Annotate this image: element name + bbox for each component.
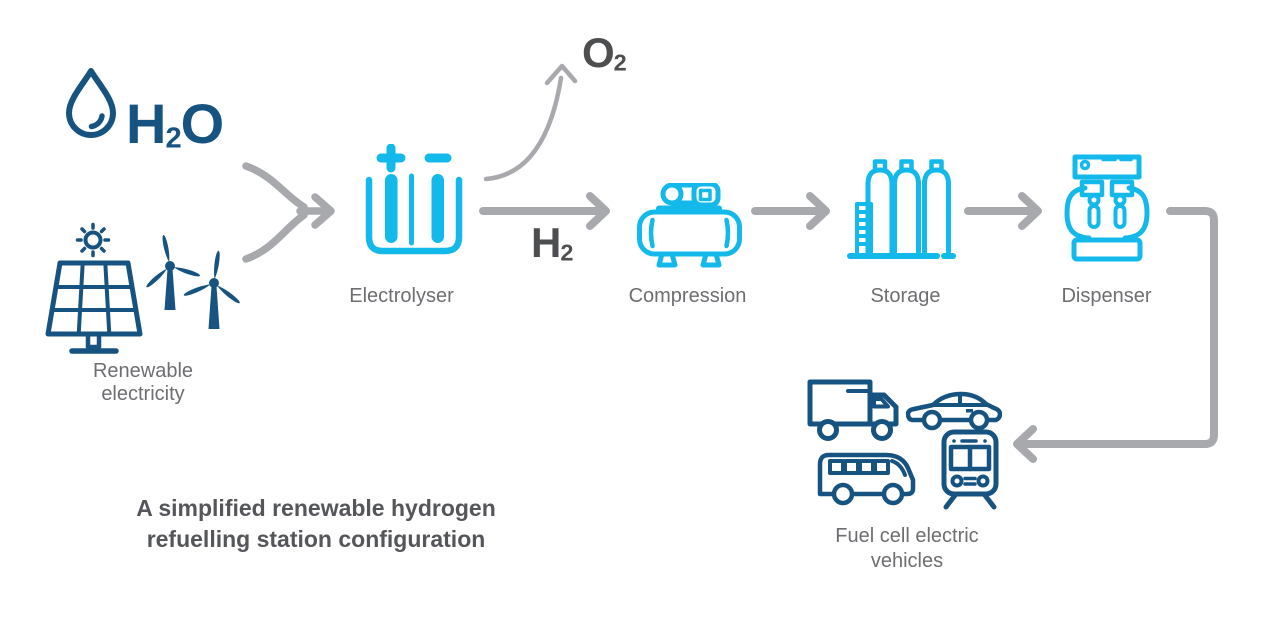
wind-turbine-icon [146,235,240,329]
caption-line2: refuelling station configuration [146,526,486,552]
hydrogen-label: H2 [531,219,573,266]
renewable-electricity-icons [45,222,240,354]
oxygen-element: O [582,29,615,76]
hydrogen-subscript: 2 [560,239,573,266]
car-icon [906,391,1002,431]
oxygen-subscript: 2 [613,49,627,76]
storage-tanks-icon [847,159,956,259]
h2o-subscript: 2 [165,122,181,155]
dispenser-stage-label: Dispenser [1061,285,1152,307]
solar-panel-icon [45,260,143,354]
h2o-element-h: H [126,92,166,155]
compression-stage-label: Compression [628,285,747,307]
storage-stage-label: Storage [870,285,941,307]
hydrogen-element: H [531,219,561,266]
sun-icon [75,222,111,258]
oxygen-arrow [483,63,578,182]
fuel-cell-label-line1: Fuel cell electric [835,525,979,547]
storage-to-dispenser-arrow [964,192,1042,230]
truck-icon [807,379,899,441]
electrolyser-stage-label: Electrolyser [349,285,454,307]
fuel-dispenser-icon [1064,154,1150,262]
water-drop-icon [66,68,116,138]
compressor-icon [637,183,742,268]
oxygen-label: O2 [582,29,627,76]
renewable-label-line2: electricity [101,383,185,405]
renewable-label-line1: Renewable [92,360,194,382]
fuel-cell-label-line2: vehicles [870,550,944,572]
caption-line1: A simplified renewable hydrogen [136,495,496,521]
bus-icon [817,452,916,506]
compression-to-storage-arrow [751,192,830,230]
diagram-caption: A simplified renewable hydrogen refuelli… [93,493,539,555]
train-icon [941,429,999,510]
electrolyser-cell-icon [365,144,463,255]
fuel-cell-vehicles-label: Fuel cell electric vehicles [783,524,1031,574]
dispenser-to-vehicles-arrow [1013,207,1218,463]
converge-arrow [242,162,335,263]
renewable-electricity-label: Renewable electricity [53,360,233,406]
hydrogen-arrow [479,192,610,230]
h2o-element-o: O [180,92,225,155]
h2o-label: H2O [126,96,224,167]
